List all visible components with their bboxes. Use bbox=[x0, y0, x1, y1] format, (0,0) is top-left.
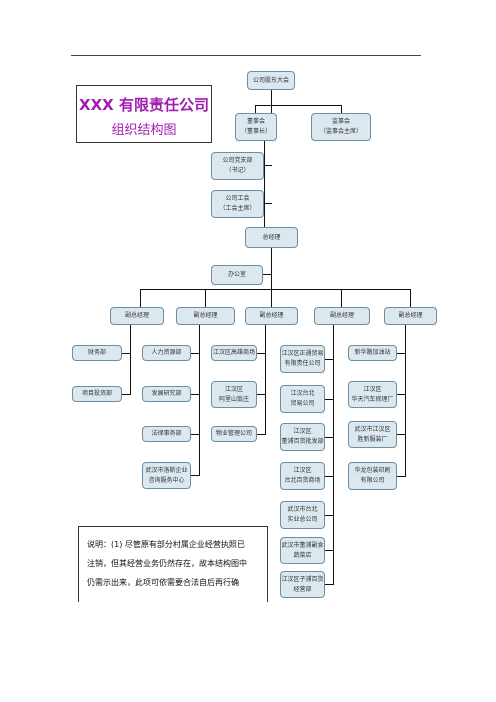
connector bbox=[140, 289, 141, 308]
dongpu-wholesale-node: 江汉区董浦百货批发部 bbox=[280, 423, 325, 451]
diagram-title-box: XXX 有限责任公司 组织结构图 bbox=[76, 85, 212, 143]
connector bbox=[255, 105, 341, 106]
shareholders-meeting-node: 公司股东大会 bbox=[247, 71, 295, 90]
auto-repair-node: 江汉区华天汽车修理厂 bbox=[348, 381, 397, 408]
alishan-restaurant-node: 江汉区阿里山饭庄 bbox=[211, 381, 257, 408]
connector bbox=[397, 394, 405, 395]
trade-union-node: 公司工会（工会主席） bbox=[211, 190, 264, 218]
connector bbox=[191, 434, 199, 435]
connector bbox=[122, 394, 130, 395]
investment-dept-node: 项目投资部 bbox=[72, 386, 122, 402]
note-box: 说明：(1) 尽管原有部分村属企业经营执照已 注销，但其经营业务仍然存在，故本结… bbox=[78, 526, 268, 602]
connector bbox=[325, 437, 333, 438]
connector bbox=[130, 325, 131, 395]
header-rule bbox=[71, 55, 421, 56]
connector bbox=[257, 394, 265, 395]
connector bbox=[265, 325, 266, 435]
connector bbox=[191, 394, 199, 395]
general-manager-node: 总经理 bbox=[245, 227, 298, 248]
connector bbox=[271, 248, 272, 289]
connector bbox=[325, 584, 333, 585]
connector bbox=[271, 289, 272, 308]
connector bbox=[122, 353, 130, 354]
company-title: XXX 有限责任公司 bbox=[79, 96, 209, 114]
connector bbox=[264, 203, 272, 204]
connector bbox=[325, 476, 333, 477]
connector bbox=[264, 141, 265, 227]
connector bbox=[199, 325, 200, 476]
finance-dept-node: 财务部 bbox=[72, 345, 122, 361]
connector bbox=[271, 89, 272, 114]
connector bbox=[333, 325, 334, 585]
consulting-center-node: 武汉市洛斯企业咨询服务中心 bbox=[142, 462, 191, 489]
connector bbox=[325, 399, 333, 400]
vice-gm-node-2: 副总经理 bbox=[176, 307, 235, 325]
chart-subtitle: 组织结构图 bbox=[111, 123, 177, 138]
property-management-node: 物业管理公司 bbox=[211, 426, 257, 442]
note-line: 仍需示出来，此项可依需要合法自后再行确 bbox=[87, 578, 239, 587]
taibei-department-store-node: 江汉区台北百货商场 bbox=[280, 462, 325, 490]
connector bbox=[205, 289, 206, 308]
connector bbox=[325, 550, 333, 551]
connector bbox=[264, 165, 272, 166]
legal-dept-node: 法律事务部 bbox=[142, 426, 191, 442]
vice-gm-node-3: 副总经理 bbox=[245, 307, 298, 325]
vice-gm-node-5: 副总经理 bbox=[384, 307, 437, 325]
connector bbox=[191, 353, 199, 354]
garment-factory-node: 武汉市江汉区胜新服装厂 bbox=[348, 421, 397, 448]
connector bbox=[341, 289, 342, 308]
gaoxiong-mall-node: 江汉区高雄商场 bbox=[211, 345, 257, 361]
connector bbox=[191, 475, 199, 476]
connector bbox=[341, 105, 342, 114]
vice-gm-node-1: 副总经理 bbox=[110, 307, 164, 325]
taibei-trading-node: 江汉台北贸易公司 bbox=[280, 385, 325, 413]
connector bbox=[325, 359, 333, 360]
taibei-industrial-node: 武汉市台北实业总公司 bbox=[280, 501, 325, 529]
zipu-store-node: 江汉区子浦百货经营部 bbox=[280, 571, 325, 598]
note-line: 说明：(1) 尽管原有部分村属企业经营执照已 bbox=[87, 540, 245, 549]
connector bbox=[263, 274, 271, 275]
connector bbox=[255, 105, 256, 114]
connector bbox=[257, 434, 265, 435]
connector bbox=[397, 434, 405, 435]
gas-station-node: 新华路加油站 bbox=[348, 345, 397, 361]
research-dept-node: 发展研究部 bbox=[142, 386, 191, 402]
connector bbox=[410, 289, 411, 308]
zhengtong-trading-node: 江汉区正通贸易有限责任公司 bbox=[280, 345, 325, 373]
connector bbox=[257, 353, 265, 354]
printing-company-node: 华龙包装印刷有限公司 bbox=[348, 462, 397, 490]
office-node: 办公室 bbox=[211, 265, 263, 285]
party-branch-node: 公司党支部（书记） bbox=[211, 152, 264, 180]
vice-gm-node-4: 副总经理 bbox=[314, 307, 370, 325]
board-node: 董事会（董事长） bbox=[235, 113, 277, 141]
connector bbox=[397, 353, 405, 354]
hr-dept-node: 人力资源部 bbox=[142, 345, 191, 361]
connector bbox=[405, 325, 406, 477]
dongpu-grocery-node: 武汉市董浦副食蔬菜店 bbox=[280, 537, 325, 564]
connector bbox=[397, 476, 405, 477]
supervisors-node: 监事会（监事会主席） bbox=[311, 113, 371, 141]
connector bbox=[140, 289, 410, 290]
connector bbox=[325, 515, 333, 516]
note-line: 注销，但其经营业务仍然存在，故本结构图中 bbox=[87, 559, 247, 568]
